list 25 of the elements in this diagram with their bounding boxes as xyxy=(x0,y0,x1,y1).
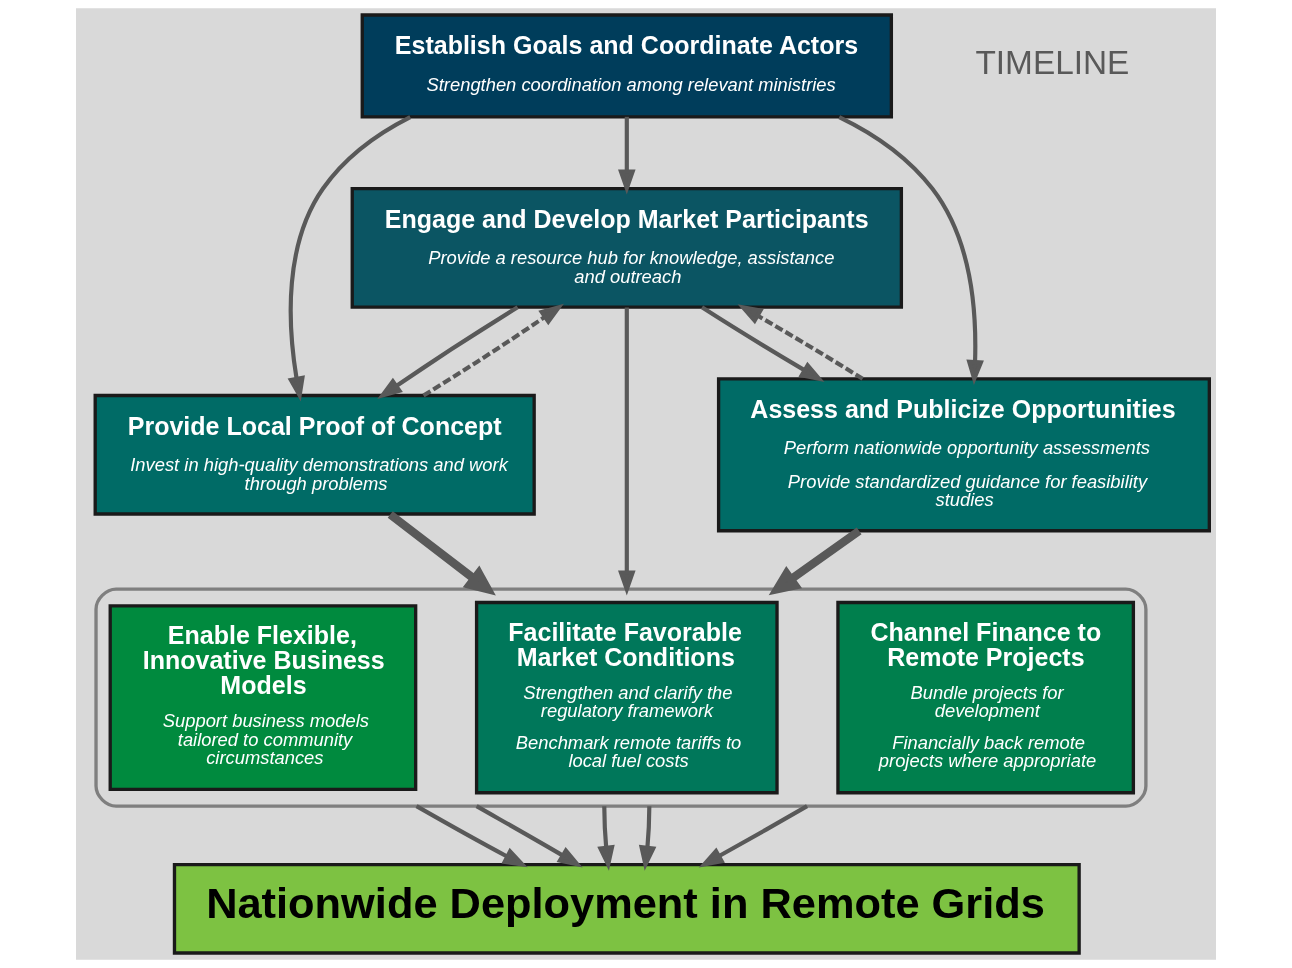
cluster xyxy=(94,587,1148,808)
label: TIMELINE xyxy=(975,44,1130,82)
arrow xyxy=(638,806,657,871)
node-box: Nationwide Deployment in Remote Grids xyxy=(172,862,1081,955)
arrow xyxy=(698,804,809,868)
node-box: Engage and Develop Market Participants Provide a resource hub for knowledge, assistance and outreach xyxy=(350,186,904,309)
arrow xyxy=(838,115,984,386)
node-box: Enable Flexible, Innovative Business Models Support business models tailored to community circumstances xyxy=(108,604,418,792)
arrow xyxy=(618,307,636,596)
node-box: Assess and Publicize Opportunities Perform nationwide opportunity assessments Provide standardized guidance for feasibility studies xyxy=(716,377,1211,533)
arrow xyxy=(287,115,412,402)
node-box: Channel Finance to Remote Projects Bundle projects for development Financially back remote projects where appropriate xyxy=(836,600,1136,795)
node-box: Provide Local Proof of Concept Invest in high-quality demonstrations and work through problems xyxy=(93,393,536,516)
arrow xyxy=(475,804,583,868)
arrow xyxy=(387,511,496,596)
node-box: Establish Goals and Coordinate Actors Strengthen coordination among relevant ministries xyxy=(360,13,894,119)
arrow xyxy=(415,804,528,868)
node-box: Facilitate Favorable Market Conditions Strengthen and clarify the regulatory framework Benchmark remote tariffs to local fuel costs xyxy=(474,600,779,795)
arrow xyxy=(700,305,825,382)
arrow xyxy=(422,303,564,398)
arrow xyxy=(768,527,862,596)
arrow xyxy=(377,305,519,400)
arrow xyxy=(618,116,636,195)
arrow xyxy=(737,304,864,381)
arrow xyxy=(597,806,615,871)
